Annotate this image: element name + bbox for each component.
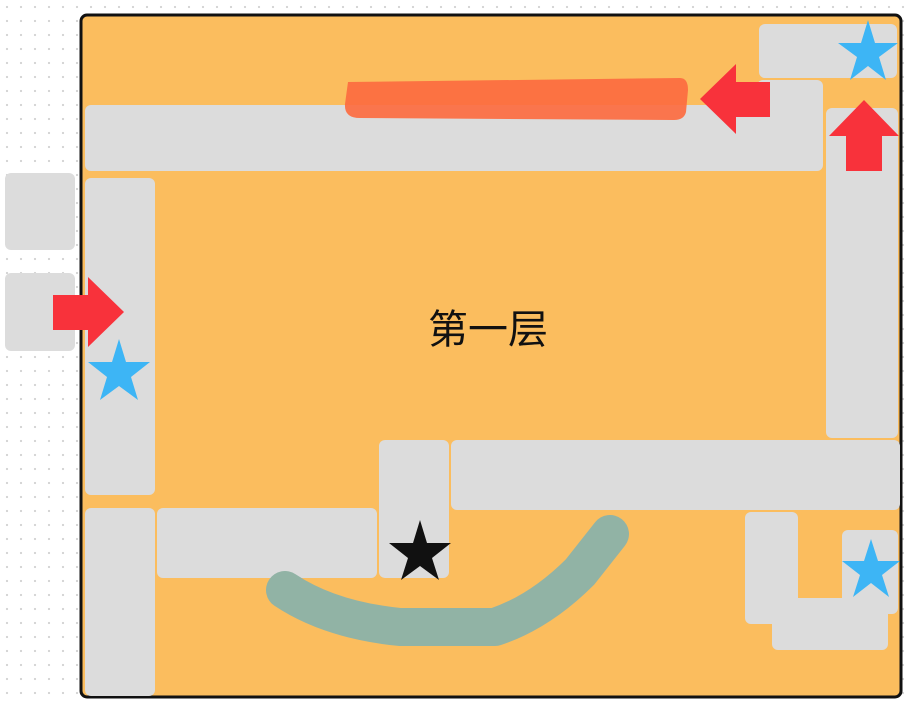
corridor-right	[826, 108, 898, 438]
red-arrow-icon	[700, 64, 770, 134]
floor-label: 第一层	[428, 307, 548, 353]
corridor-bottom-left	[157, 508, 377, 578]
red-arrow-icon	[829, 100, 899, 171]
corridor-left-upper	[85, 178, 155, 495]
corridor-top	[85, 105, 823, 171]
corridor-bottom-right-left	[745, 512, 798, 624]
blue-star-icon	[88, 339, 150, 400]
red-arrow-icon	[53, 277, 124, 347]
blue-star-icon	[842, 539, 900, 597]
red-route-stroke	[344, 78, 688, 120]
outside-block-top	[5, 173, 75, 250]
blue-star-icon	[838, 20, 898, 80]
corridor-top-right-stub	[757, 80, 823, 120]
black-star-icon	[389, 520, 451, 580]
green-route-stroke	[266, 515, 629, 646]
corridor-bottom-right-base	[772, 598, 888, 650]
corridor-left-lower	[85, 508, 155, 696]
corridor-middle-right	[451, 440, 900, 510]
outside-block-bottom	[5, 273, 75, 351]
